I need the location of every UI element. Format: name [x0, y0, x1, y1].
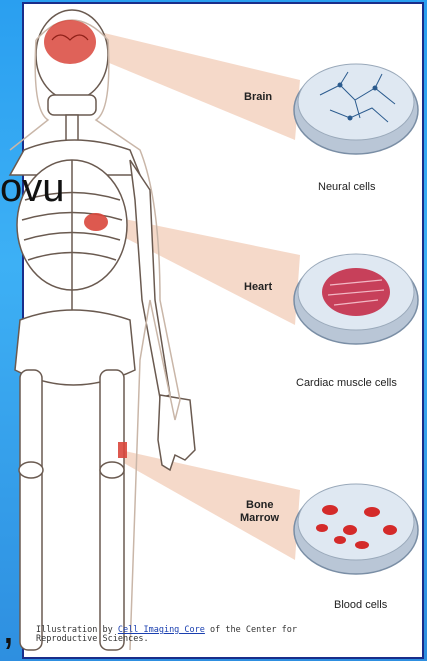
slide-punctuation: ,: [2, 604, 15, 650]
blood-cells-label: Blood cells: [334, 599, 388, 611]
heart-organ: [84, 213, 108, 231]
marrow-organ: [118, 442, 127, 458]
brain-beam: [100, 32, 300, 140]
marrow-label: Marrow: [240, 512, 280, 524]
neural-dish: [294, 64, 418, 154]
heart-beam: [105, 215, 300, 325]
blood-dish: [294, 484, 418, 574]
bone-label: Bone: [246, 499, 274, 511]
brain-organ: [44, 20, 96, 64]
illustration-credit: Illustration by Cell Imaging Core of the…: [36, 626, 396, 645]
cardiac-dish: [294, 254, 418, 344]
heart-label: Heart: [244, 281, 272, 293]
slide-text-fragment: ovu: [0, 168, 65, 208]
brain-label: Brain: [244, 91, 272, 103]
cardiac-cells-label: Cardiac muscle cells: [296, 377, 397, 389]
skeleton: [10, 10, 195, 650]
neural-cells-label: Neural cells: [318, 181, 376, 193]
